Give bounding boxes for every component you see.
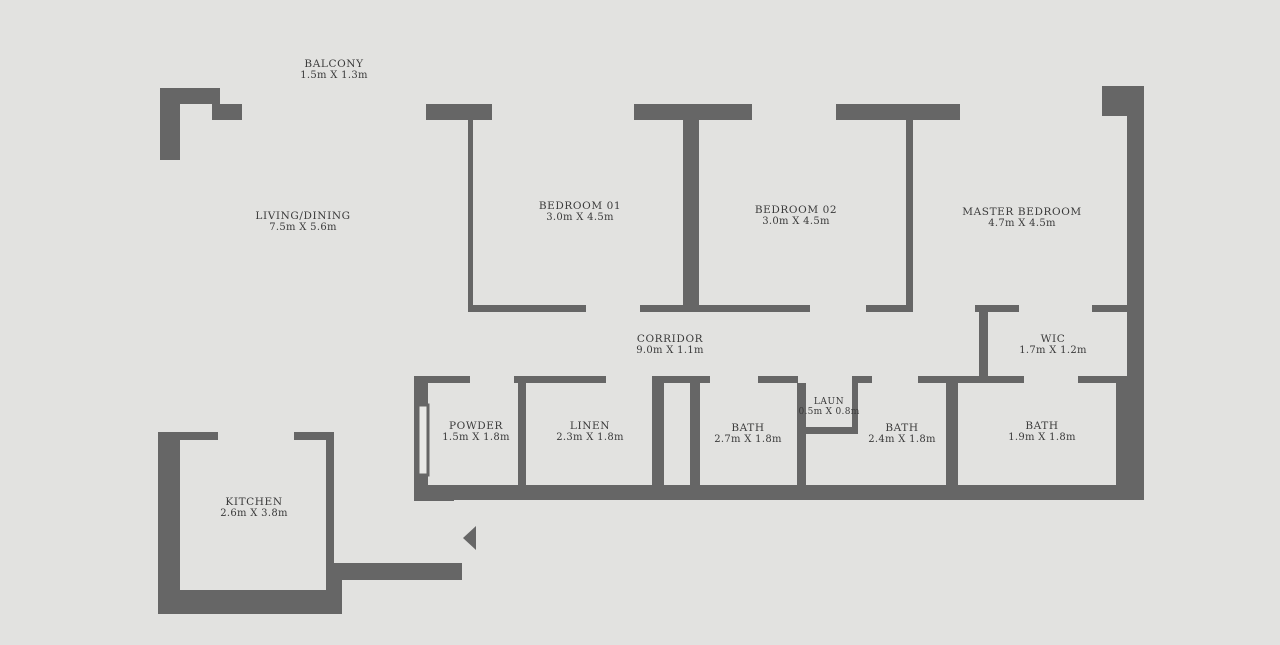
wall-segment xyxy=(414,485,1144,500)
wall-segment xyxy=(758,376,798,383)
room-name: BATH xyxy=(1025,420,1059,432)
room-size: 2.7m X 1.8m xyxy=(714,434,782,445)
room-label-kitchen: KITCHEN 2.6m X 3.8m xyxy=(220,496,288,520)
wall-segment xyxy=(1116,383,1127,485)
wall-segment xyxy=(158,432,180,614)
wall-segment xyxy=(426,104,492,120)
wall-segment xyxy=(906,120,913,312)
room-size: 9.0m X 1.1m xyxy=(636,345,704,356)
wall-segment xyxy=(652,376,664,485)
room-label-bedroom-01: BEDROOM 01 3.0m X 4.5m xyxy=(539,200,621,224)
wall-segment xyxy=(634,104,752,120)
room-name: WIC xyxy=(1040,333,1066,345)
wall-segment xyxy=(334,563,462,580)
wall-segment xyxy=(414,376,470,383)
wall-segment xyxy=(640,305,810,312)
room-name: BEDROOM 01 xyxy=(538,200,622,212)
room-size: 2.4m X 1.8m xyxy=(868,434,936,445)
wall-segment xyxy=(806,427,858,434)
room-name: LAUN xyxy=(813,397,845,407)
room-size: 0.5m X 0.8m xyxy=(798,407,860,417)
room-size: 3.0m X 4.5m xyxy=(762,216,830,227)
room-name: BATH xyxy=(885,422,919,434)
wall-segment xyxy=(946,383,958,485)
wall-segment xyxy=(975,305,1019,312)
room-label-bedroom-02: BEDROOM 02 3.0m X 4.5m xyxy=(755,204,837,228)
entrance-arrow-icon xyxy=(463,526,476,550)
room-name: BALCONY xyxy=(304,58,364,70)
wall-segment xyxy=(836,104,960,120)
room-size: 2.6m X 3.8m xyxy=(220,508,288,519)
wall-segment xyxy=(979,312,988,378)
room-name: MASTER BEDROOM xyxy=(962,206,1082,218)
wall-segment xyxy=(866,305,913,312)
room-name: KITCHEN xyxy=(225,496,283,508)
wall-segment xyxy=(158,432,218,440)
wall-segment xyxy=(1092,305,1127,312)
room-size: 1.5m X 1.3m xyxy=(300,70,368,81)
wall-segment xyxy=(514,376,606,383)
wall-segment xyxy=(518,383,526,485)
wall-segment xyxy=(797,383,806,485)
wall-segment xyxy=(683,120,699,312)
room-label-laundry: LAUN 0.5m X 0.8m xyxy=(798,397,859,417)
room-size: 4.7m X 4.5m xyxy=(988,218,1056,229)
room-size: 1.7m X 1.2m xyxy=(1019,345,1087,356)
room-size: 1.5m X 1.8m xyxy=(442,432,510,443)
room-name: CORRIDOR xyxy=(636,333,704,345)
wall-segment xyxy=(160,88,180,160)
wall-segment xyxy=(334,563,342,614)
room-size: 2.3m X 1.8m xyxy=(556,432,624,443)
wall-segment xyxy=(1127,86,1144,500)
wall-segment xyxy=(326,432,334,592)
room-name: BATH xyxy=(731,422,765,434)
room-label-powder: POWDER 1.5m X 1.8m xyxy=(442,420,510,444)
room-label-corridor: CORRIDOR 9.0m X 1.1m xyxy=(636,333,704,357)
room-size: 7.5m X 5.6m xyxy=(269,222,337,233)
room-label-bath-1: BATH 2.7m X 1.8m xyxy=(714,422,782,446)
wall-segment xyxy=(468,120,473,312)
wall-segment xyxy=(294,432,334,440)
wall-segment xyxy=(1078,376,1127,383)
room-name: LINEN xyxy=(569,420,611,432)
room-label-bath-3: BATH 1.9m X 1.8m xyxy=(1008,420,1076,444)
room-name: LIVING/DINING xyxy=(255,210,351,222)
room-label-bath-2: BATH 2.4m X 1.8m xyxy=(868,422,936,446)
room-size: 1.9m X 1.8m xyxy=(1008,432,1076,443)
room-label-balcony: BALCONY 1.5m X 1.3m xyxy=(300,58,368,82)
wall-segment xyxy=(212,104,242,120)
door-jamb xyxy=(416,403,430,477)
room-label-master-bedroom: MASTER BEDROOM 4.7m X 4.5m xyxy=(962,206,1082,230)
wall-segment xyxy=(690,376,700,485)
wall-segment xyxy=(468,305,586,312)
wall-segment xyxy=(414,493,454,501)
wall-segment xyxy=(852,376,858,434)
room-label-living-dining: LIVING/DINING 7.5m X 5.6m xyxy=(255,210,350,234)
room-name: POWDER xyxy=(448,420,504,432)
room-name: BEDROOM 02 xyxy=(754,204,838,216)
wall-segment xyxy=(158,590,342,614)
wall-segment xyxy=(918,376,1024,383)
room-label-linen: LINEN 2.3m X 1.8m xyxy=(556,420,624,444)
wall-segment xyxy=(652,376,710,383)
room-label-wic: WIC 1.7m X 1.2m xyxy=(1019,333,1087,357)
wall-segment xyxy=(852,376,872,383)
room-size: 3.0m X 4.5m xyxy=(546,212,614,223)
